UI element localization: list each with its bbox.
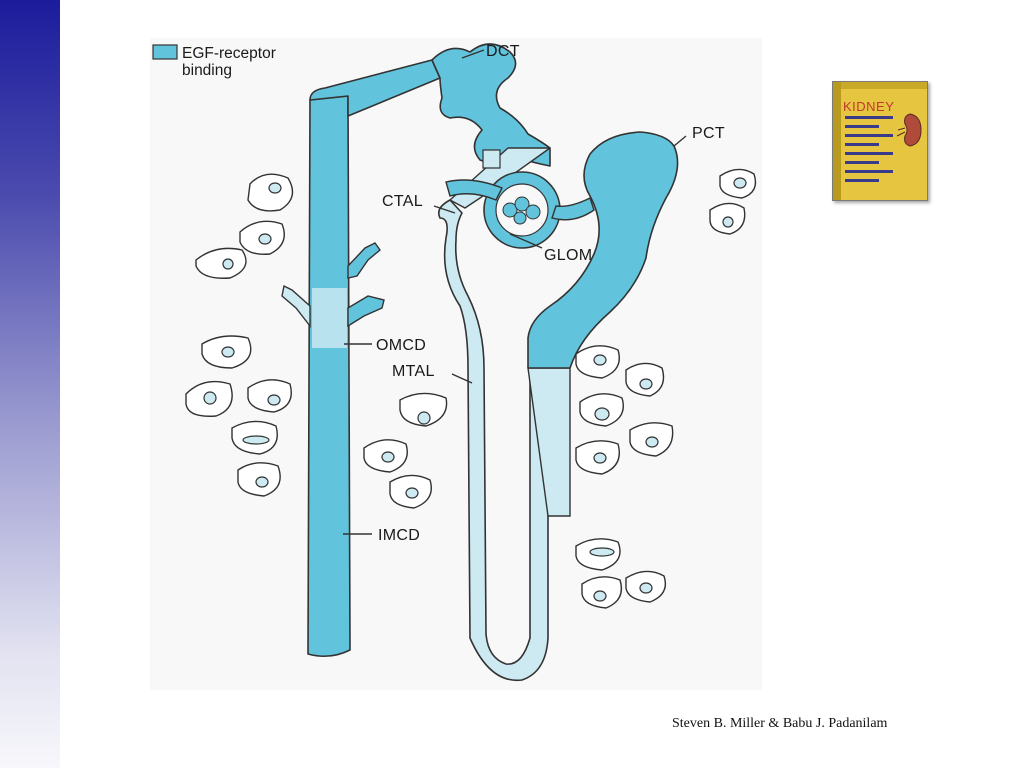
slide-side-bar <box>0 0 60 768</box>
author-credit: Steven B. Miller & Babu J. Padanilam <box>672 716 888 731</box>
label-dct: DCT <box>486 43 520 60</box>
cell-10 <box>399 392 448 427</box>
cd-branch-upper <box>347 242 381 279</box>
small-tubule-segment <box>482 149 501 169</box>
book-cover-image: KIDNEY <box>832 81 928 201</box>
glomerulus-tuft <box>502 196 541 225</box>
book-title: KIDNEY <box>843 99 895 114</box>
pct <box>527 131 679 369</box>
cell-nuclei <box>203 177 747 602</box>
legend-line-1: EGF-receptor <box>182 45 276 62</box>
nephron-svg: EGF-receptor binding <box>152 43 757 682</box>
book-text-lines <box>845 116 893 188</box>
ctal-segment <box>445 179 503 201</box>
book-spine <box>833 82 841 200</box>
label-imcd: IMCD <box>378 527 420 544</box>
connecting-tubule <box>309 59 441 117</box>
label-pct: PCT <box>692 125 725 142</box>
label-omcd: OMCD <box>376 337 426 354</box>
loop-of-henle <box>437 199 549 682</box>
dct-convoluted <box>431 43 551 167</box>
label-glom: GLOM <box>544 247 592 264</box>
leader-lines <box>343 49 687 535</box>
kidney-illustration-icon <box>896 113 922 147</box>
cd-branch-mid <box>347 295 385 328</box>
cell-3 <box>195 247 247 279</box>
legend-line-2: binding <box>182 62 232 79</box>
label-mtal: MTAL <box>392 363 435 380</box>
nephron-diagram: EGF-receptor binding <box>150 38 762 690</box>
label-ctal: CTAL <box>382 193 423 210</box>
cd-branch-left <box>281 284 311 329</box>
omcd-light-portion <box>312 288 347 348</box>
cell-1 <box>247 173 294 212</box>
pct-capsule-link <box>551 197 595 221</box>
legend-swatch <box>152 44 178 60</box>
collecting-duct <box>307 95 351 658</box>
book-top-band <box>841 82 927 89</box>
